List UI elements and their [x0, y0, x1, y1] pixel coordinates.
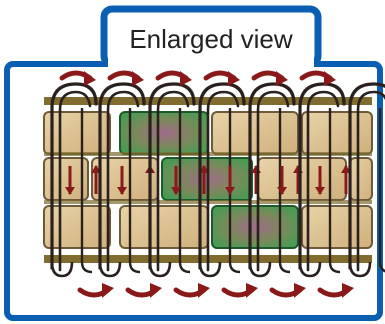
coil-strand — [156, 90, 190, 272]
enlarged-view-tab: Enlarged view — [100, 5, 322, 70]
coil-back-strand — [378, 108, 385, 273]
coil-strand — [206, 90, 240, 272]
curved-arrow-right-icon — [221, 283, 258, 298]
brick — [211, 111, 299, 155]
curved-arrow-right-icon — [317, 283, 354, 298]
coil-hook — [298, 261, 322, 278]
coil-strand — [106, 90, 140, 272]
green-brick — [211, 205, 299, 249]
curved-arrow-right-icon — [269, 283, 306, 298]
brick — [119, 205, 209, 249]
brick — [301, 205, 373, 249]
coil-back-strand — [80, 108, 93, 274]
brick — [349, 157, 373, 201]
arrow-down-icon — [277, 166, 287, 195]
coil-strand — [248, 82, 296, 270]
green-brick — [119, 111, 209, 155]
coil-back-strand — [328, 108, 341, 274]
coil-back-strand — [278, 108, 291, 274]
top-flow-arrows — [59, 70, 336, 86]
coil-strand — [306, 90, 340, 272]
coil-hook — [98, 261, 122, 278]
brick — [91, 157, 159, 201]
brick-wall — [43, 111, 373, 249]
curved-arrow-right-icon — [77, 283, 114, 298]
curved-arrow-right-icon — [203, 70, 240, 86]
coil-hook — [50, 261, 74, 278]
coil-back-strand — [178, 108, 191, 274]
tab-label: Enlarged view — [129, 24, 293, 54]
coil-strand — [50, 82, 98, 270]
coil-back-strand — [128, 108, 141, 274]
coil-front-strands — [50, 82, 385, 278]
arrow-down-icon — [65, 166, 75, 195]
coil-back-strands — [80, 108, 385, 274]
curved-arrow-right-icon — [251, 70, 288, 86]
curved-arrow-right-icon — [299, 70, 336, 86]
coil-strand — [98, 82, 146, 270]
brick — [301, 111, 373, 155]
coil-strand — [198, 82, 246, 270]
coil-strand — [256, 90, 290, 272]
coil-hook — [148, 261, 172, 278]
coil-hook — [348, 261, 372, 278]
brick — [257, 157, 347, 201]
coil-strand — [298, 82, 346, 270]
coil-hook — [198, 261, 222, 278]
coil-strand — [148, 82, 196, 270]
arrow-down-icon — [117, 166, 127, 195]
curved-arrow-right-icon — [59, 70, 96, 86]
curved-arrow-right-icon — [155, 70, 192, 86]
curved-arrow-right-icon — [125, 283, 162, 298]
curved-arrow-right-icon — [173, 283, 210, 298]
arrow-down-icon — [171, 166, 181, 195]
coil-strand — [58, 90, 92, 272]
coil-hook — [248, 261, 272, 278]
coil-strand — [348, 82, 385, 270]
arrow-down-icon — [225, 166, 235, 195]
bottom-flow-arrows — [77, 283, 354, 298]
coil-strand — [356, 90, 385, 272]
arrow-down-icon — [315, 166, 325, 195]
coil-back-strand — [228, 108, 241, 274]
curved-arrow-right-icon — [107, 70, 144, 86]
